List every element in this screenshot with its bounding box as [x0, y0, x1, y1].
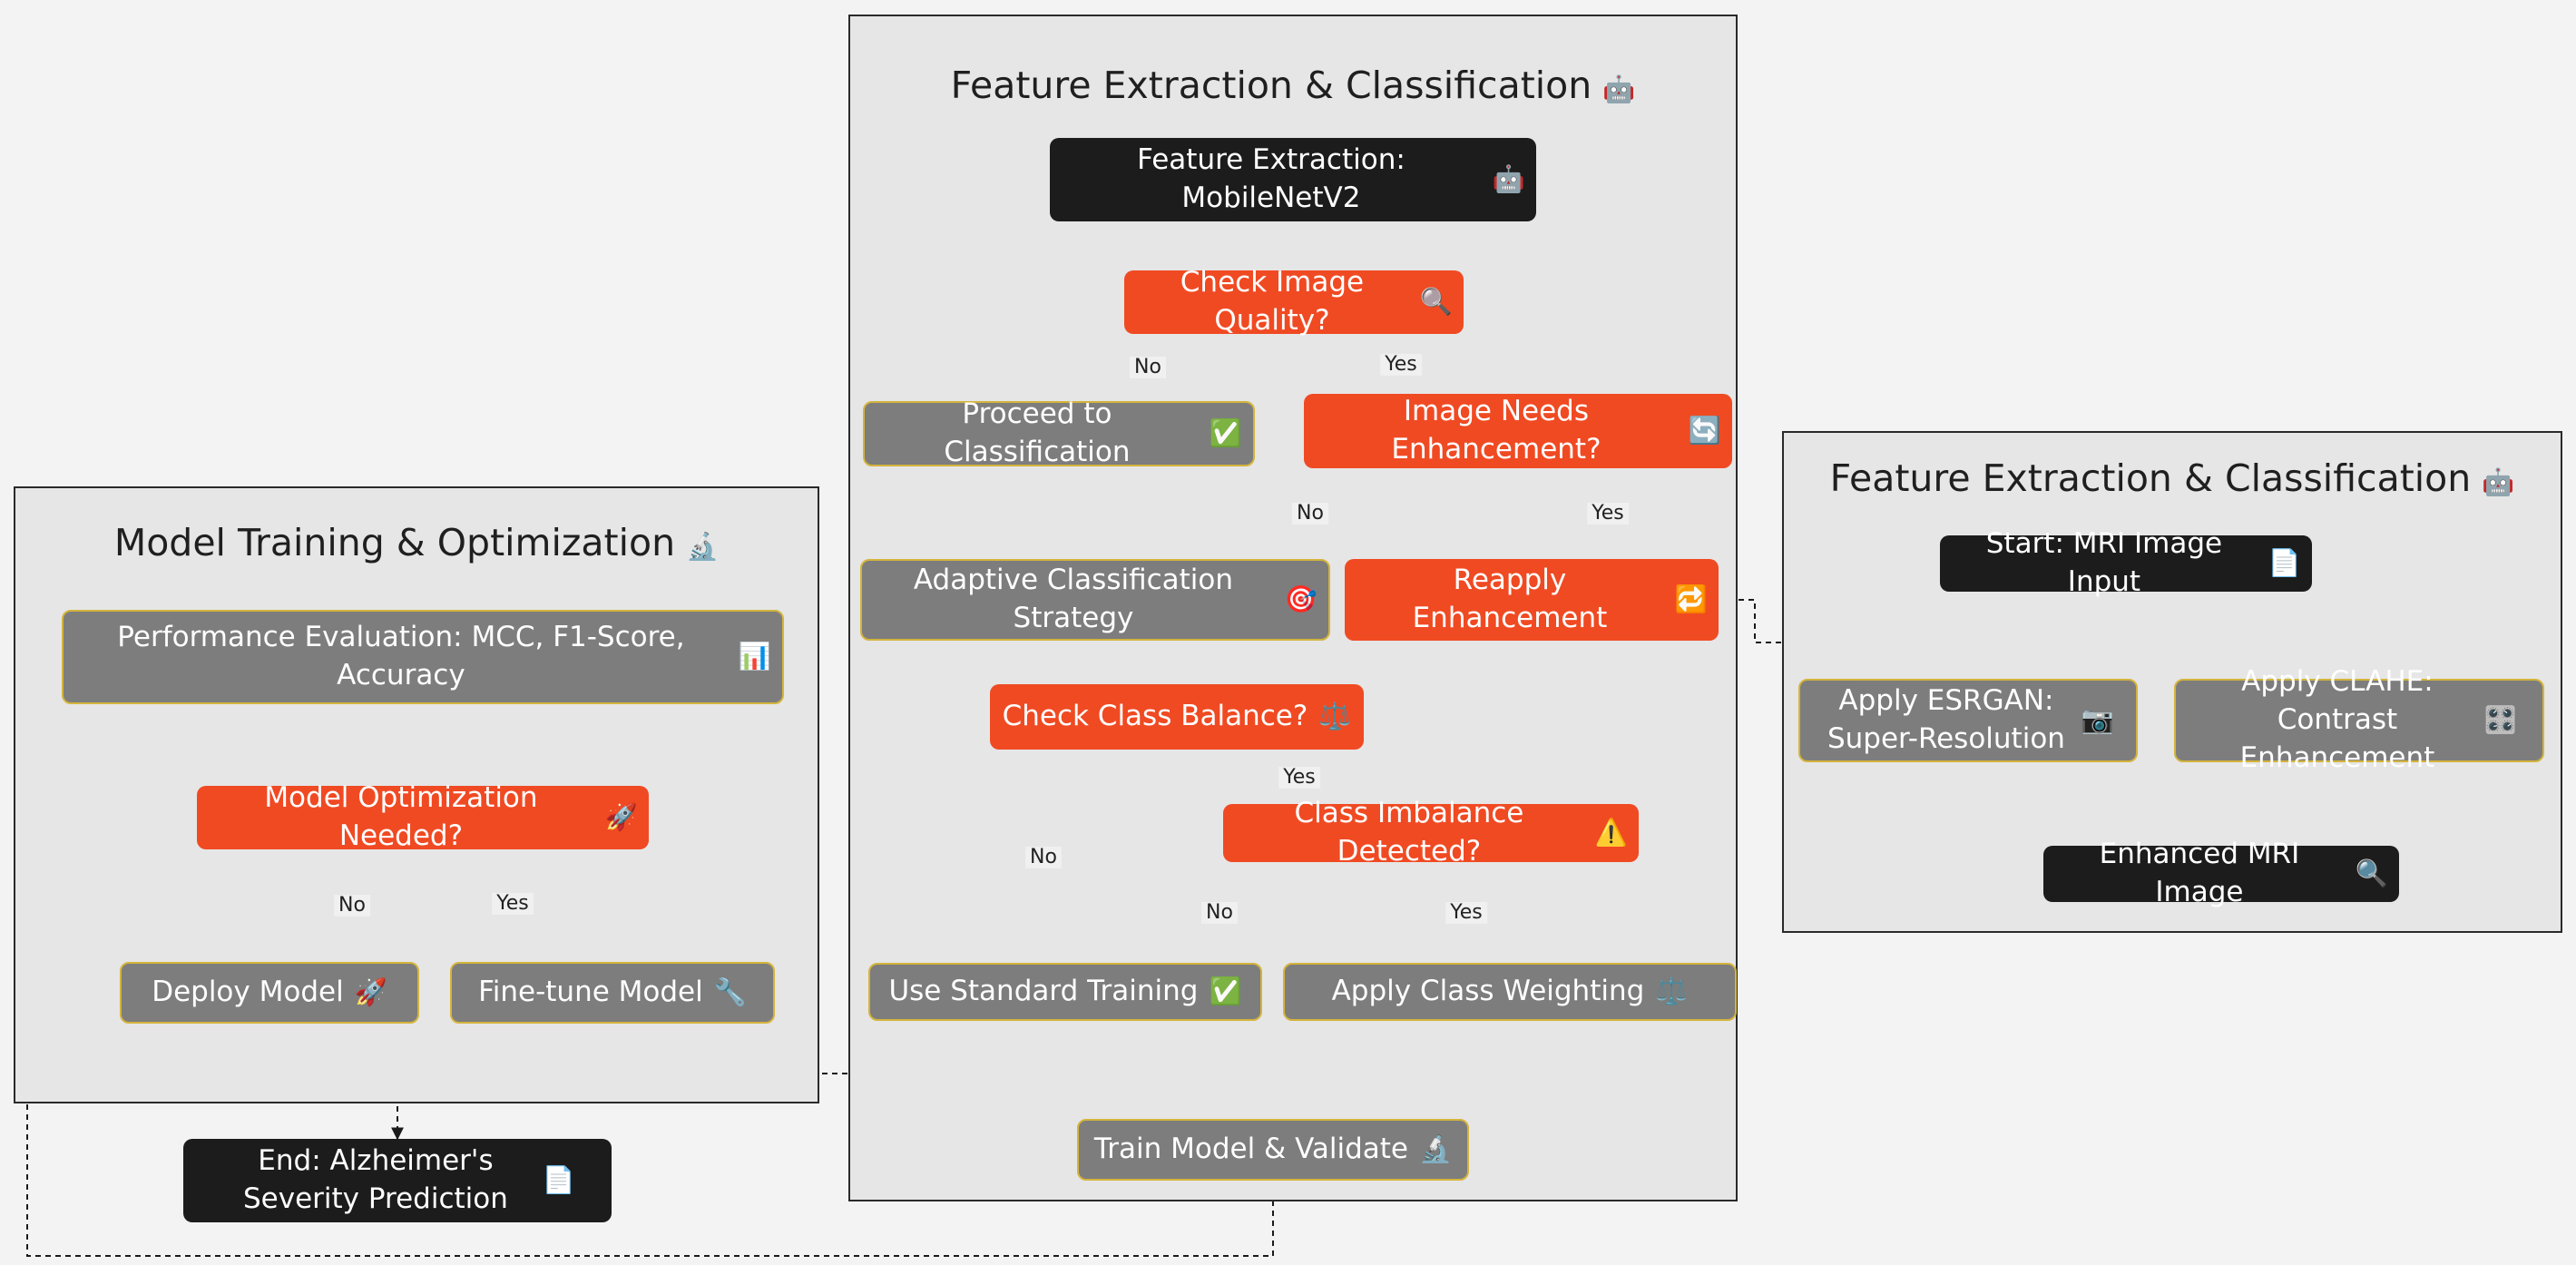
cluster-title-text: Feature Extraction & Classification [1829, 456, 2472, 500]
enhanced-mri-image-node[interactable]: Enhanced MRI Image 🔍 [2043, 838, 2399, 908]
edge-label-balance-yes: Yes [1278, 766, 1320, 789]
class-imbalance-detected-node[interactable]: Class Imbalance Detected? ⚠️ [1223, 797, 1639, 868]
node-label: Train Model & Validate [1093, 1133, 1408, 1166]
check-icon: ✅ [1209, 976, 1242, 1007]
apply-esrgan-node[interactable]: Apply ESRGAN: Super-Resolution 📷 [1798, 679, 2138, 762]
node-label: Apply CLAHE: Contrast Enhancement [2239, 665, 2435, 774]
magnifier-icon: 🔍 [2355, 858, 2388, 889]
use-standard-training-node[interactable]: Use Standard Training ✅ [868, 963, 1262, 1021]
node-label: Start: MRI Image Input [1985, 527, 2223, 598]
scales-icon: ⚖️ [1318, 701, 1352, 732]
node-label: Reapply Enhancement [1412, 564, 1608, 634]
control-knobs-icon: 🎛️ [2483, 704, 2517, 736]
robot-icon: 🤖 [1492, 163, 1525, 195]
edge-label-enhance-no: No [1292, 502, 1328, 525]
train-model-validate-node[interactable]: Train Model & Validate 🔬 [1077, 1119, 1469, 1181]
adaptive-classification-strategy-node[interactable]: Adaptive Classification Strategy 🎯 [860, 559, 1330, 641]
edge-label-imbalance-yes: Yes [1445, 901, 1487, 925]
document-icon: 📄 [2267, 547, 2301, 579]
apply-class-weighting-node[interactable]: Apply Class Weighting ⚖️ [1283, 963, 1737, 1021]
bar-chart-icon: 📊 [738, 641, 771, 672]
node-label: Image Needs Enhancement? [1391, 395, 1601, 466]
robot-icon: 🤖 [1602, 74, 1636, 104]
check-icon: ✅ [1209, 417, 1242, 449]
scales-icon: ⚖️ [1655, 976, 1689, 1007]
edge-label-imbalance-no: No [1201, 901, 1238, 925]
edge-label-quality-no: No [1130, 356, 1166, 379]
deploy-model-node[interactable]: Deploy Model 🚀 [120, 962, 419, 1024]
start-mri-input-node[interactable]: Start: MRI Image Input 📄 [1940, 527, 2312, 598]
rocket-icon: 🚀 [354, 976, 387, 1008]
cluster-title-text: Feature Extraction & Classification [950, 64, 1592, 107]
node-label: Check Class Balance? [1002, 700, 1308, 733]
node-label: Proceed to Classification [944, 397, 1131, 468]
proceed-to-classification-node[interactable]: Proceed to Classification ✅ [863, 397, 1255, 468]
edge-label-optimize-no: No [334, 894, 370, 917]
node-label: Apply Class Weighting [1331, 975, 1645, 1008]
target-icon: 🎯 [1284, 583, 1317, 615]
edge-label-balance-no: No [1025, 846, 1062, 869]
fine-tune-model-node[interactable]: Fine-tune Model 🔧 [450, 962, 775, 1024]
refresh-icon: 🔄 [1688, 415, 1721, 446]
node-label: Performance Evaluation: MCC, F1-Score, A… [117, 621, 685, 691]
edge-label-optimize-yes: Yes [492, 892, 534, 916]
end-prediction-node[interactable]: End: Alzheimer's Severity Prediction 📄 [183, 1139, 612, 1222]
performance-evaluation-node[interactable]: Performance Evaluation: MCC, F1-Score, A… [62, 610, 784, 704]
model-optimization-needed-node[interactable]: Model Optimization Needed? 🚀 [197, 781, 649, 852]
cluster-title: Feature Extraction & Classification 🤖 [850, 64, 1736, 107]
cluster-title-text: Model Training & Optimization [113, 521, 676, 564]
microscope-icon: 🔬 [686, 531, 720, 562]
wrench-icon: 🔧 [713, 976, 747, 1008]
check-class-balance-node[interactable]: Check Class Balance? ⚖️ [990, 684, 1364, 750]
edge-label-enhance-yes: Yes [1587, 502, 1629, 525]
cluster-title: Model Training & Optimization 🔬 [15, 521, 818, 564]
cluster-title: Feature Extraction & Classification 🤖 [1784, 456, 2561, 500]
node-label: End: Alzheimer's Severity Prediction [243, 1144, 508, 1215]
camera-icon: 📷 [2081, 704, 2114, 736]
feature-extraction-node[interactable]: Feature Extraction: MobileNetV2 🤖 [1050, 138, 1536, 221]
check-image-quality-node[interactable]: Check Image Quality? 🔍 [1124, 266, 1464, 337]
apply-clahe-node[interactable]: Apply CLAHE: Contrast Enhancement 🎛️ [2174, 665, 2544, 774]
node-label: Check Image Quality? [1180, 266, 1365, 337]
node-label: Fine-tune Model [478, 976, 703, 1009]
document-icon: 📄 [542, 1164, 575, 1196]
image-needs-enhancement-node[interactable]: Image Needs Enhancement? 🔄 [1304, 394, 1732, 468]
warning-icon: ⚠️ [1594, 817, 1628, 848]
robot-icon: 🤖 [2482, 466, 2515, 497]
microscope-icon: 🔬 [1419, 1133, 1453, 1165]
node-label: Deploy Model [152, 976, 344, 1009]
node-label: Model Optimization Needed? [264, 781, 538, 852]
node-label: Enhanced MRI Image [2099, 838, 2300, 908]
reapply-enhancement-node[interactable]: Reapply Enhancement 🔁 [1345, 559, 1719, 641]
node-label: Use Standard Training [888, 975, 1199, 1008]
node-label: Feature Extraction: MobileNetV2 [1137, 143, 1406, 214]
node-label: Apply ESRGAN: Super-Resolution [1827, 684, 2065, 755]
rocket-icon: 🚀 [604, 801, 638, 833]
edge-label-quality-yes: Yes [1380, 353, 1422, 377]
node-label: Class Imbalance Detected? [1294, 797, 1524, 868]
magnifier-icon: 🔍 [1419, 286, 1453, 318]
node-label: Adaptive Classification Strategy [913, 564, 1234, 634]
repeat-icon: 🔁 [1674, 583, 1708, 615]
